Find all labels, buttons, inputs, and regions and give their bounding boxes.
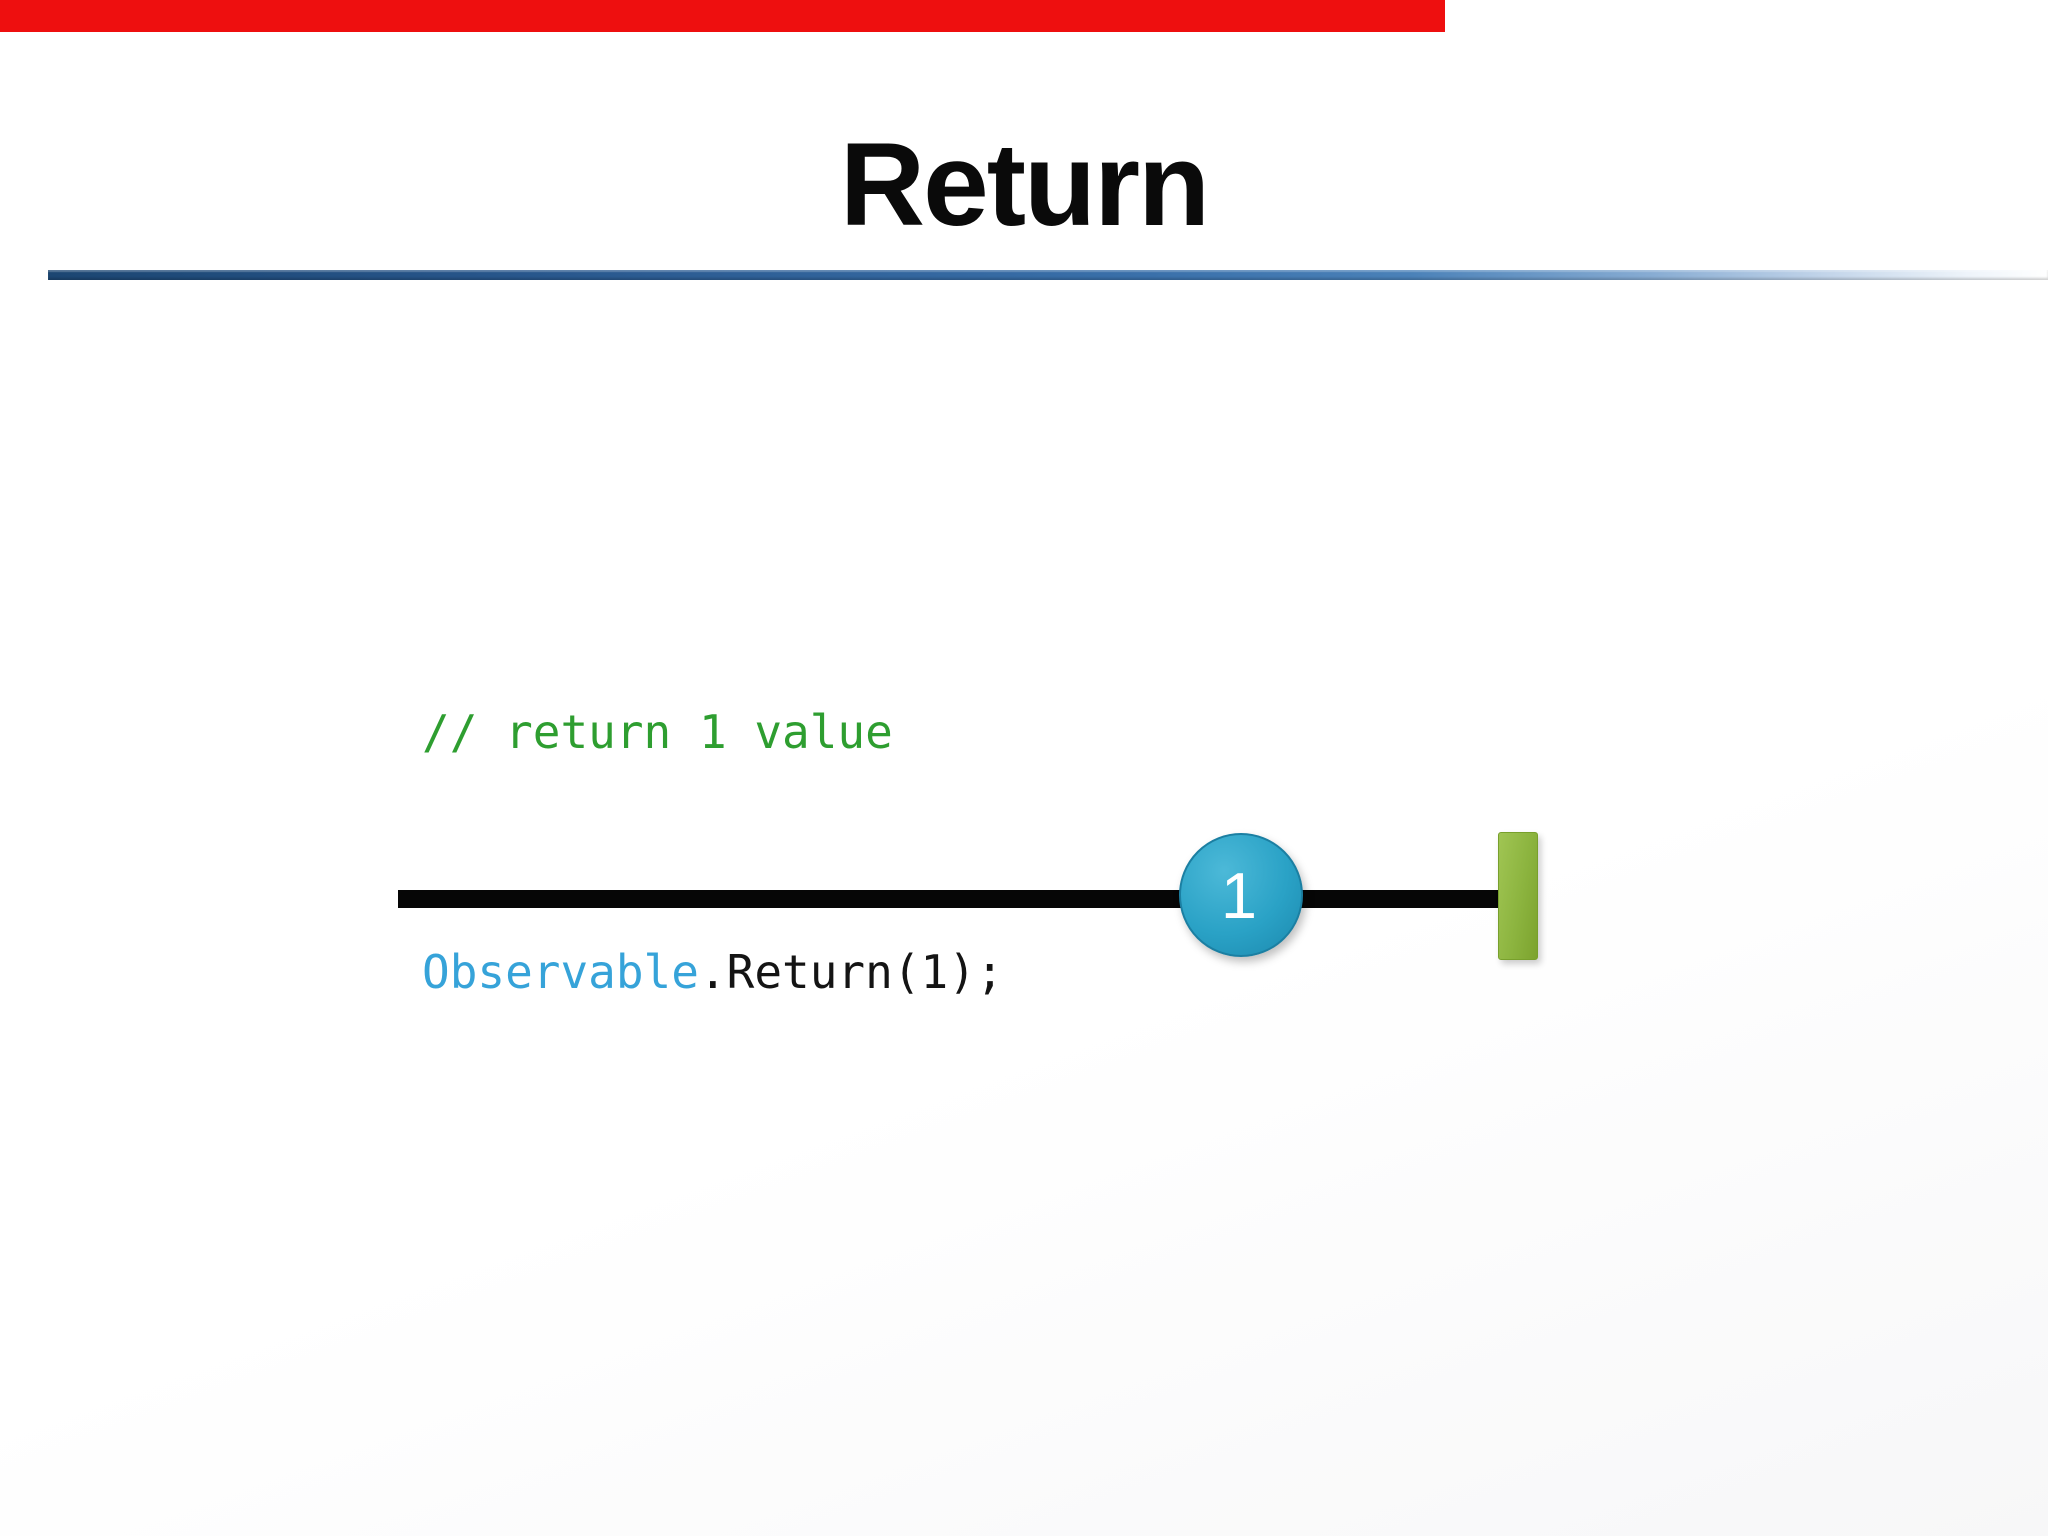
code-token-observable: Observable (422, 945, 699, 999)
code-comment: // return 1 value (422, 705, 893, 759)
marble-value-label: 1 (1220, 858, 1258, 932)
title-underline (48, 270, 2048, 280)
oncompleted-marker (1498, 832, 1538, 960)
code-snippet: // return 1 value Observable.Return(1); (422, 532, 1004, 1172)
code-statement: Observable.Return(1); (422, 932, 1004, 1012)
video-progress-bar[interactable] (0, 0, 1445, 32)
slide-title: Return (839, 119, 1210, 251)
code-token-return-call: .Return(1); (698, 945, 1004, 999)
value-marble: 1 (1179, 833, 1303, 957)
timeline (398, 890, 1498, 908)
